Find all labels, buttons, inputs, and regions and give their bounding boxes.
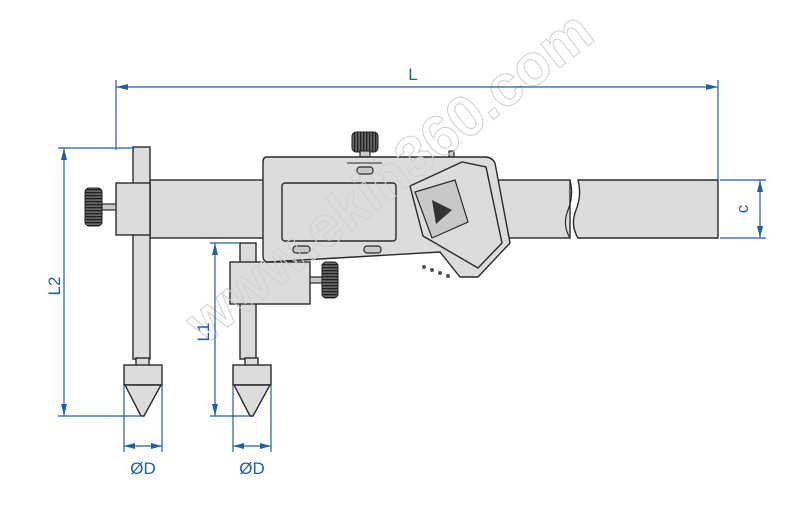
dimension-fixed-tip-diameter: ØD	[123, 385, 163, 478]
sliding-jaw-knob-icon	[321, 261, 339, 299]
label-c: c	[733, 204, 752, 213]
label-L: L	[408, 65, 417, 84]
lcd-display	[281, 182, 397, 242]
fixed-jaw	[84, 146, 163, 417]
label-sliding-OD: ØD	[239, 459, 265, 478]
label-L1: L1	[194, 323, 213, 342]
label-L2: L2	[45, 277, 64, 296]
dimension-sliding-tip-diameter: ØD	[232, 385, 272, 478]
dimension-L1: L1	[194, 242, 251, 417]
sliding-jaw	[229, 242, 339, 417]
dimension-L2: L2	[45, 147, 142, 417]
play-triangle-icon	[432, 200, 452, 224]
fixed-jaw-knob-icon	[84, 187, 103, 227]
digital-readout-head	[262, 131, 511, 278]
dimension-L: L	[115, 65, 719, 180]
watermark: www.ekin360.com	[172, 0, 605, 356]
label-fixed-OD: ØD	[130, 459, 156, 478]
dimension-c: c	[720, 179, 766, 239]
